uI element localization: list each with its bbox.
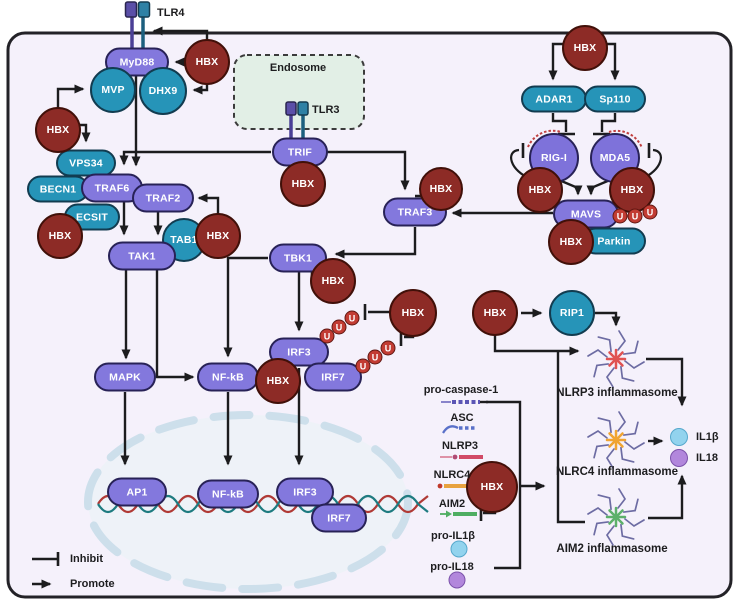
legend-promote-label: Promote (70, 578, 115, 590)
node-irf3-nucleus: IRF3 (276, 477, 334, 507)
asc-icon (442, 425, 477, 434)
il18-label: IL18 (696, 452, 719, 464)
node-traf2: TRAF2 (132, 183, 194, 213)
node-hbx: HBX (310, 258, 356, 304)
pro-il18-label: pro-IL18 (430, 561, 474, 573)
node-hbx: HBX (389, 289, 437, 337)
node-hbx: HBX (184, 39, 230, 85)
endosome-label: Endosome (269, 62, 327, 74)
node-hbx: HBX (517, 167, 563, 213)
nlrp3-inflammasome-label: NLRP3 inflammasome (556, 387, 678, 399)
node-mvp: MVP (90, 67, 136, 113)
rna-strand-icon (527, 129, 643, 149)
legend-inhibit-label: Inhibit (70, 553, 103, 565)
node-hbx: HBX (562, 25, 608, 71)
node-hbx: HBX (37, 213, 83, 259)
nlrc4-inflammasome-label: NLRC4 inflammasome (555, 466, 679, 478)
node-hbx: HBX (466, 461, 518, 513)
node-myd88: MyD88 (105, 47, 169, 77)
nlrc4-label: NLRC4 (433, 469, 471, 481)
nlrp3-inflammasome-icon (587, 330, 645, 388)
node-irf3: IRF3 (269, 337, 329, 367)
aim2-icon (440, 510, 477, 518)
il1b-icon (670, 428, 688, 446)
pro-il18-icon (448, 571, 466, 589)
node-becn1: BECN1 (27, 175, 89, 203)
il18-icon (670, 449, 688, 467)
tlr4-label: TLR4 (157, 7, 185, 19)
node-nfkb: NF-kB (197, 362, 259, 392)
node-irf7-nucleus: IRF7 (311, 503, 367, 533)
ubiquitin-icon: U (319, 328, 335, 344)
node-hbx: HBX (280, 161, 326, 207)
node-rip1: RIP1 (549, 290, 595, 336)
node-hbx: HBX (548, 219, 594, 265)
node-hbx: HBX (255, 358, 301, 404)
ubiquitin-icon: U (355, 358, 371, 374)
node-tak1: TAK1 (108, 241, 176, 271)
node-nfkb-nucleus: NF-kB (197, 479, 259, 509)
pro-il1b-icon (450, 540, 468, 558)
node-hbx: HBX (419, 167, 463, 211)
asc-label: ASC (450, 412, 474, 424)
tlr3-label: TLR3 (312, 104, 340, 116)
tlr3-receptor-icon (285, 101, 309, 140)
nlrp3-icon (440, 454, 483, 460)
node-hbx: HBX (195, 213, 241, 259)
node-dhx9: DHX9 (139, 67, 187, 115)
aim2-inflammasome-icon (587, 488, 645, 546)
pro-il1b-label: pro-IL1β (431, 530, 475, 542)
node-vps34: VPS34 (56, 149, 116, 177)
ubiquitin-icon: U (627, 208, 643, 224)
ubiquitin-icon: U (612, 208, 628, 224)
aim2-label: AIM2 (438, 498, 466, 510)
ubiquitin-icon: U (642, 204, 658, 220)
node-ap1-nucleus: AP1 (107, 477, 167, 507)
ubiquitin-icon: U (367, 349, 383, 365)
node-hbx: HBX (472, 290, 518, 336)
nlrc4-inflammasome-icon (587, 411, 645, 469)
tlr4-receptor-icon (124, 1, 151, 50)
pro-caspase-1-label: pro-caspase-1 (423, 384, 499, 396)
nlrp3-label: NLRP3 (441, 440, 479, 452)
node-irf7: IRF7 (304, 362, 362, 392)
node-adar1: ADAR1 (521, 85, 587, 113)
endosome-box (233, 54, 365, 130)
aim2-inflammasome-label: AIM2 inflammasome (556, 543, 668, 555)
il1b-label: IL1β (696, 431, 719, 443)
node-sp110: Sp110 (584, 85, 646, 113)
node-hbx: HBX (35, 107, 81, 153)
ubiquitin-icon: U (380, 340, 396, 356)
ubiquitin-icon: U (331, 319, 347, 335)
ubiquitin-icon: U (344, 310, 360, 326)
node-mapk: MAPK (94, 362, 156, 392)
